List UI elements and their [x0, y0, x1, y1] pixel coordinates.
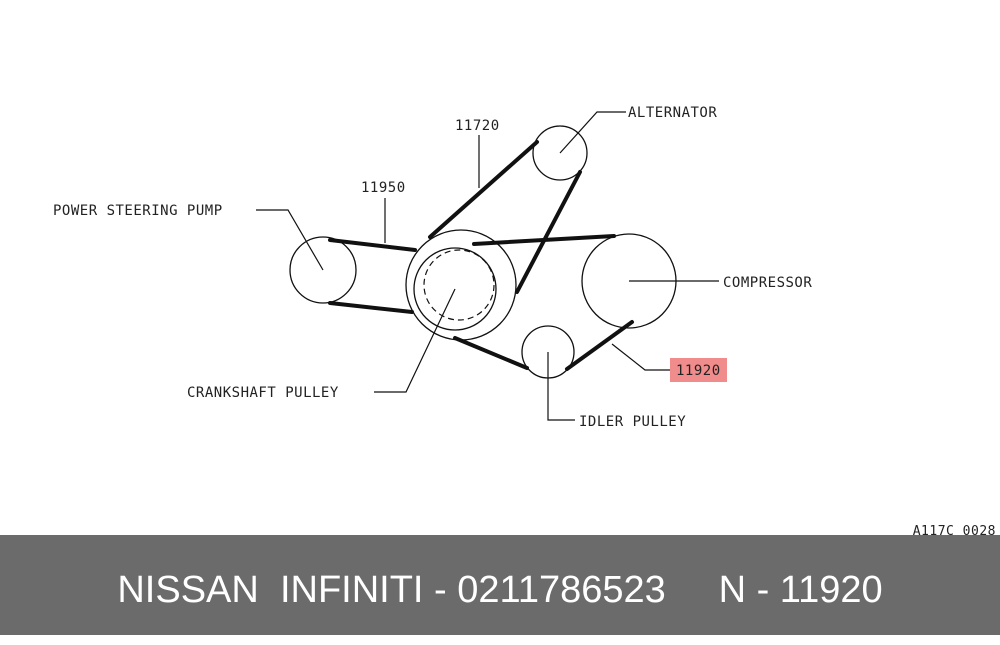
belt-11950-bottom — [328, 301, 414, 314]
label-idler-pulley: IDLER PULLEY — [579, 414, 686, 430]
part-number-11920[interactable]: 11920 — [676, 363, 721, 379]
label-power-steering-pump: POWER STEERING PUMP — [53, 203, 223, 219]
footer-bar: NISSAN INFINITI - 0211786523 N - 11920 — [0, 535, 1000, 635]
alternator-pulley — [532, 125, 588, 181]
part-number-11720: 11720 — [455, 118, 500, 134]
belt-11720-right — [515, 170, 582, 294]
belt-routing-diagram: ALTERNATOR POWER STEERING PUMP COMPRESSO… — [53, 105, 996, 535]
leader-crankshaft — [374, 288, 456, 393]
part-highlight-box — [670, 358, 727, 382]
leader-11920 — [611, 343, 670, 371]
belts — [328, 140, 634, 371]
label-compressor: COMPRESSOR — [723, 275, 812, 291]
figure-code: A117C 0028 — [913, 524, 996, 535]
leader-idler — [547, 352, 575, 421]
leader-alternator — [559, 111, 626, 154]
power-steering-pump-pulley — [289, 236, 357, 304]
leader-power-steering — [256, 209, 324, 271]
belt-11920-top — [472, 234, 616, 246]
belt-11920-lower-right — [565, 320, 634, 371]
crankshaft-pulley-mid — [413, 247, 497, 331]
part-number-11950: 11950 — [361, 180, 406, 196]
label-alternator: ALTERNATOR — [628, 105, 717, 121]
leaders — [256, 111, 719, 421]
crankshaft-pulley-outer — [405, 229, 517, 341]
crankshaft-pulley-hidden — [423, 249, 495, 321]
pulleys — [289, 125, 677, 379]
label-crankshaft-pulley: CRANKSHAFT PULLEY — [187, 385, 339, 401]
belt-11950-top — [328, 238, 417, 252]
footer-title: NISSAN INFINITI - 0211786523 N - 11920 — [117, 569, 883, 611]
belt-11920-lower-left — [453, 336, 529, 370]
belt-11720-left — [428, 140, 539, 239]
